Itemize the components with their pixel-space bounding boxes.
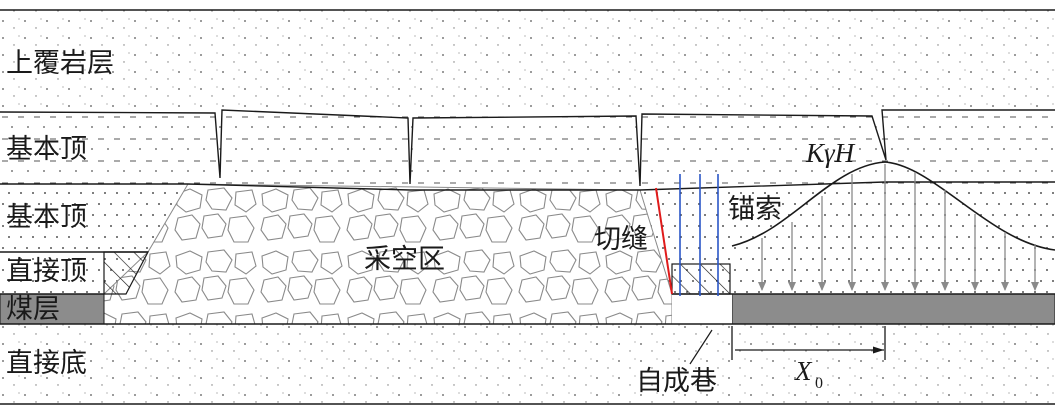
label-goaf: 采空区: [364, 244, 445, 275]
label-anchor-cable: 锚索: [728, 194, 782, 225]
anchor-cables: [679, 174, 719, 296]
self-formed-roadway-space: [672, 294, 732, 324]
abutment-stress-curve: [731, 161, 1055, 251]
label-main-roof-upper: 基本顶: [6, 134, 87, 165]
goaf-zone: [103, 183, 673, 325]
roof-cutting-line: [655, 187, 673, 295]
label-distance-subscript: 0: [815, 375, 823, 392]
label-coal-seam: 煤层: [6, 294, 60, 325]
label-roof-cutting: 切缝: [594, 224, 648, 255]
label-main-roof-lower: 基本顶: [6, 202, 87, 233]
label-overburden: 上覆岩层: [6, 48, 114, 79]
immediate-floor-layer: [0, 324, 1055, 404]
roadway-leader-line: [689, 329, 713, 365]
label-distance: X: [794, 356, 813, 386]
hatched-roof-right: [671, 263, 731, 295]
main-roof-upper-layer: [0, 112, 1055, 184]
overburden-layer: [0, 10, 1055, 112]
label-immediate-floor: 直接底: [6, 348, 87, 379]
label-stress-peak: KγH: [805, 138, 856, 168]
label-immediate-roof: 直接顶: [6, 256, 87, 287]
stress-arrows: [758, 164, 1039, 291]
label-self-formed-roadway: 自成巷: [636, 366, 717, 397]
x0-dimension: [731, 326, 886, 360]
strata-lines: [0, 9, 1055, 405]
coal-seam-right: [731, 293, 1055, 325]
